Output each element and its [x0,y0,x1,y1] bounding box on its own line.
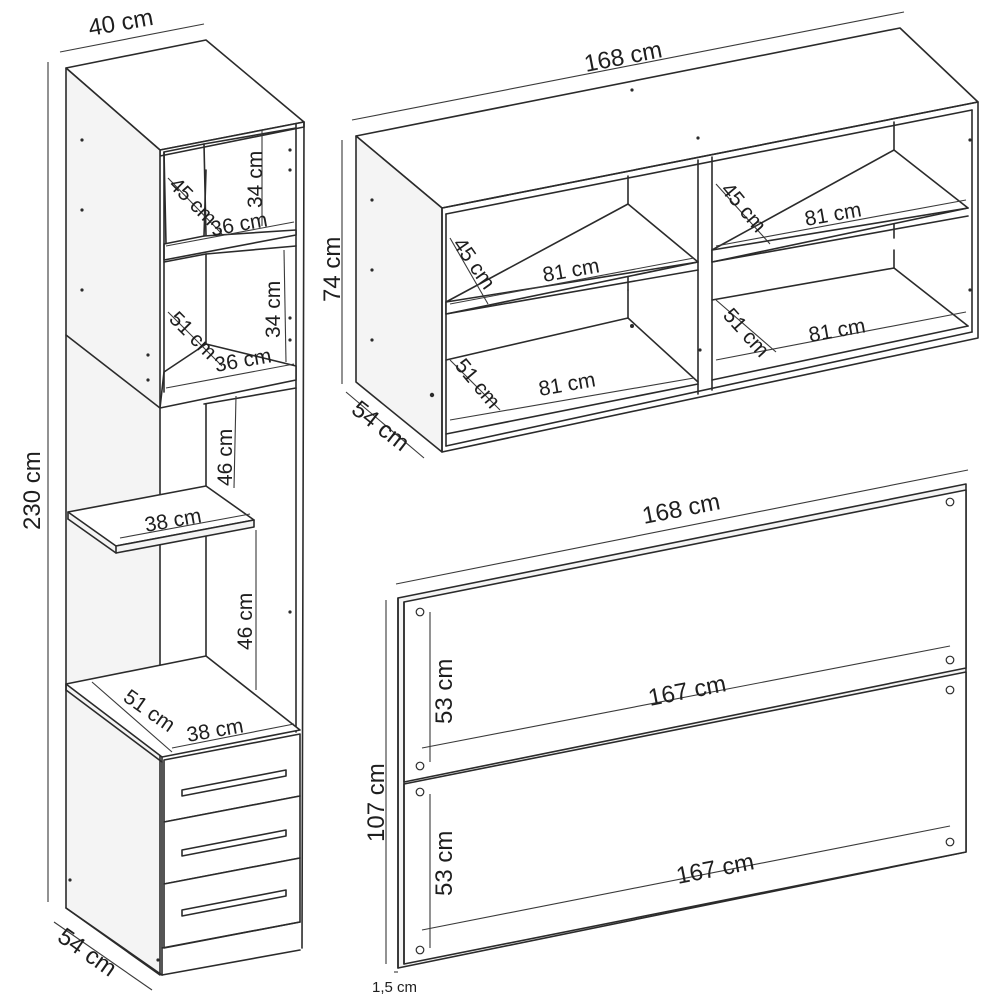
tower-unit: 40 cm 230 cm 54 cm 34 cm 45 cm 36 cm 34 … [19,4,305,991]
niche2-height-label: 34 cm [262,281,285,338]
open-upper-height-label: 46 cm [214,429,237,486]
lower-left-depth-label: 51 cm [450,354,504,413]
wall-cabinet-unit: 168 cm 74 cm 54 cm 45 cm 81 cm 45 cm 81 … [319,11,979,459]
assembly-dots [68,138,292,962]
lower-right-width-label: 81 cm [807,314,867,347]
upper-left-depth-label: 45 cm [448,234,500,294]
lower-right-depth-label: 51 cm [718,304,773,362]
assembly-dots [370,88,972,398]
headboard-width-label: 168 cm [640,488,722,530]
open-lower-height-label: 46 cm [234,593,257,650]
cabinet-height-label: 74 cm [319,237,346,302]
panel-top-height-label: 53 cm [431,659,458,724]
upper-right-depth-label: 45 cm [716,178,770,237]
cabinet-width-label: 168 cm [582,36,664,78]
pull-out-shelf-edge [115,519,255,554]
headboard-thickness-label: 1,5 cm [372,979,417,996]
tower-height-label: 230 cm [19,451,46,530]
cabinet-front-frame [441,101,979,453]
mounting-hole-icon [415,497,955,955]
headboard-unit: 168 cm 107 cm 53 cm 167 cm 53 cm 167 cm … [363,469,969,996]
panel-bottom-height-label: 53 cm [431,831,458,896]
headboard-height-label: 107 cm [363,763,390,842]
tower-width-label: 40 cm [86,4,155,42]
drawer-handle-icon [181,769,287,917]
base-top [65,655,301,758]
niche1-height-label: 34 cm [244,151,267,208]
